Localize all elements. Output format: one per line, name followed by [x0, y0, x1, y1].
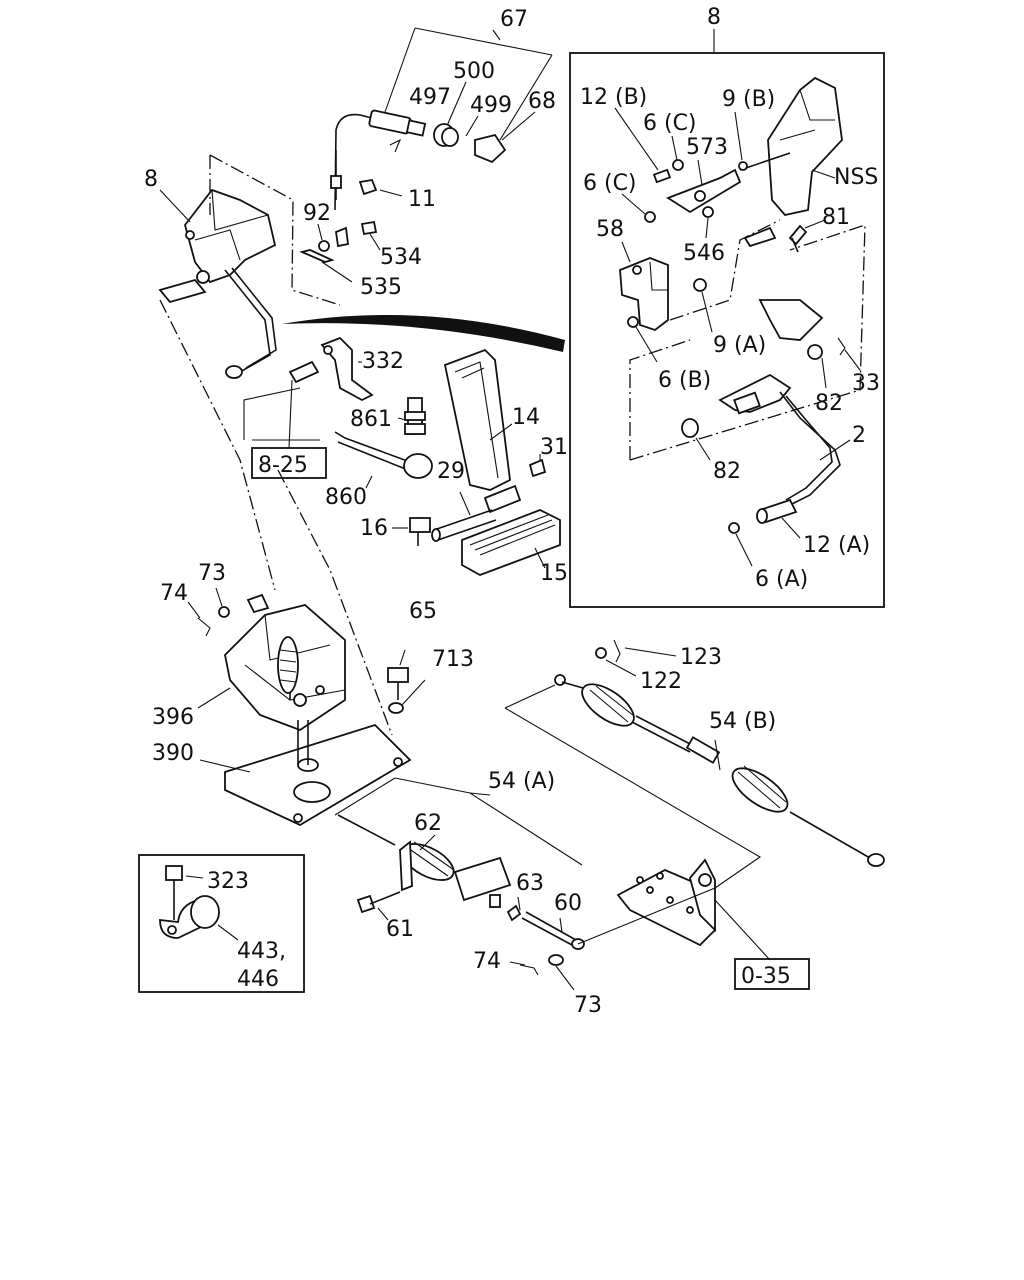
callout-2: 2: [852, 423, 866, 448]
variant-inset-frame: [138, 854, 305, 993]
callout-8-left: 8: [144, 167, 158, 192]
callout-9a: 9 (A): [713, 333, 766, 358]
callout-6c-lower: 6 (C): [583, 171, 637, 196]
callout-74-upper: 74: [160, 581, 188, 606]
callout-9b: 9 (B): [722, 87, 775, 112]
callout-713: 713: [432, 647, 474, 672]
callout-12a: 12 (A): [803, 533, 870, 558]
callout-14: 14: [512, 405, 540, 430]
callout-58: 58: [596, 217, 624, 242]
callout-390: 390: [152, 741, 194, 766]
callout-546: 546: [683, 241, 725, 266]
accelerator-pedal-14: [443, 348, 511, 491]
bracket-58: [619, 257, 669, 332]
callout-122: 122: [640, 669, 682, 694]
callout-443: 443,: [237, 939, 286, 964]
callout-60: 60: [554, 891, 582, 916]
lever-573: [666, 168, 742, 214]
callout-67: 67: [500, 7, 528, 32]
callout-8-top: 8: [707, 5, 721, 30]
ref-0-35: 0-35: [741, 964, 791, 989]
callout-82-upper: 82: [815, 391, 843, 416]
callout-12b: 12 (B): [580, 85, 647, 110]
callout-61: 61: [386, 917, 414, 942]
bracket-332: [320, 336, 374, 402]
callout-74-lower: 74: [473, 949, 501, 974]
pin-29: [431, 509, 497, 542]
callout-11: 11: [408, 187, 436, 212]
adjust-rod-60: [521, 911, 585, 950]
callout-534: 534: [380, 245, 422, 270]
callout-6c-upper: 6 (C): [643, 111, 697, 136]
callout-nss: NSS: [834, 165, 878, 190]
floor-plate-390: [224, 720, 412, 827]
callout-81: 81: [822, 205, 850, 230]
callout-497: 497: [409, 85, 451, 110]
callout-68: 68: [528, 89, 556, 114]
callout-82-lower: 82: [713, 459, 741, 484]
pedal-bracket-8: [158, 188, 277, 379]
callout-16: 16: [360, 516, 388, 541]
callout-123: 123: [680, 645, 722, 670]
callout-54a: 54 (A): [488, 769, 555, 794]
callout-499: 499: [470, 93, 512, 118]
screw-81: [788, 224, 808, 253]
callout-6a: 6 (A): [755, 567, 808, 592]
throttle-cable-end: [330, 109, 507, 211]
pedal-pad-15: [461, 484, 561, 576]
upper-pedal-bracket-detail: [743, 76, 843, 248]
shaft-9b: [738, 152, 791, 171]
callout-573: 573: [686, 135, 728, 160]
mount-bracket-396: [224, 604, 346, 732]
bolt-16: [409, 517, 431, 546]
callout-29: 29: [437, 459, 465, 484]
throttle-cable-54b: [554, 674, 885, 867]
callout-6b: 6 (B): [658, 368, 711, 393]
callout-396: 396: [152, 705, 194, 730]
cable-bracket: [616, 858, 717, 947]
ref-8-25: 8-25: [258, 453, 308, 478]
callout-73-lower: 73: [574, 993, 602, 1018]
stopper-bolt-861: [404, 397, 426, 435]
callout-861: 861: [350, 407, 392, 432]
callout-860: 860: [325, 485, 367, 510]
callout-500: 500: [453, 59, 495, 84]
detail-inset-frame: [569, 52, 885, 608]
callout-73-upper: 73: [198, 561, 226, 586]
bolt-65: [387, 667, 409, 700]
rod-860: [334, 431, 433, 479]
callout-332: 332: [362, 349, 404, 374]
callout-63: 63: [516, 871, 544, 896]
callout-446: 446: [237, 967, 279, 992]
pin-12a: [756, 498, 798, 524]
pedal-arm-2: [718, 299, 841, 506]
detail-pointer-arrow: [282, 315, 565, 352]
throttle-cable-54a: [337, 814, 512, 908]
callout-92: 92: [303, 201, 331, 226]
ref-box-0-35: [734, 958, 810, 990]
callout-15: 15: [540, 561, 568, 586]
callout-323: 323: [207, 869, 249, 894]
bolt-61: [356, 891, 401, 914]
callout-33: 33: [852, 371, 880, 396]
callout-54b: 54 (B): [709, 709, 776, 734]
callout-62: 62: [414, 811, 442, 836]
callout-65: 65: [409, 599, 437, 624]
clamp-443-446: [159, 865, 220, 939]
callout-31: 31: [540, 435, 568, 460]
callout-535: 535: [360, 275, 402, 300]
